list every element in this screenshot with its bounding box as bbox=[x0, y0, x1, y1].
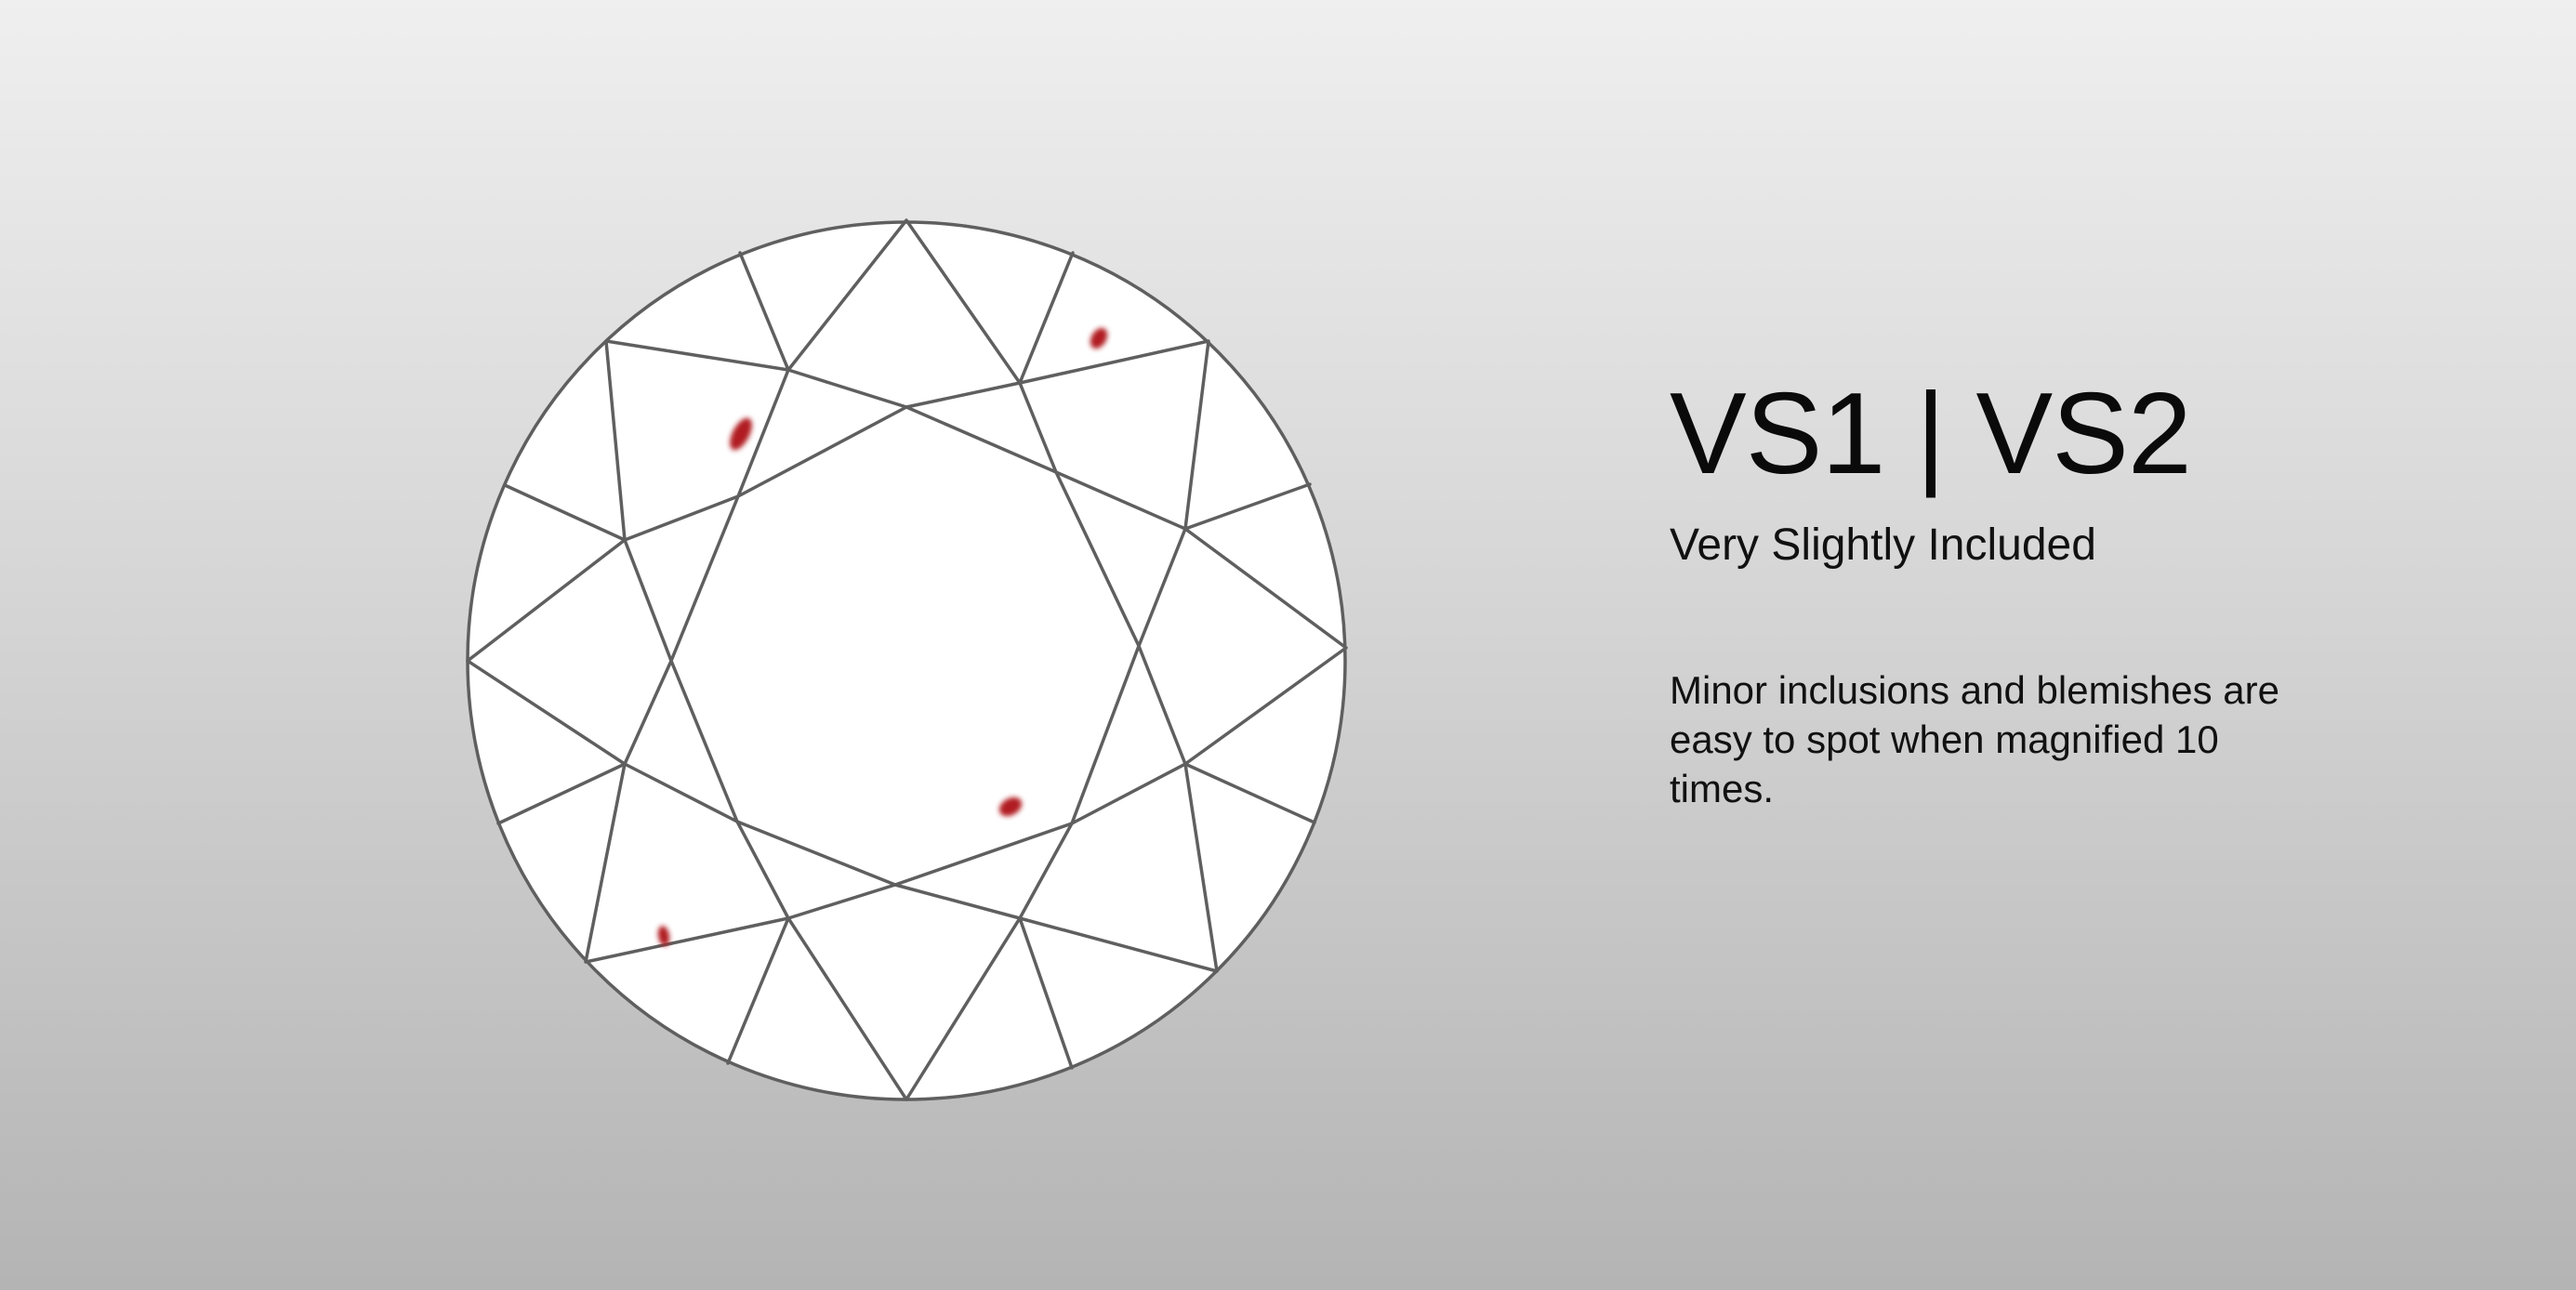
girdle-facet-7 bbox=[496, 762, 627, 825]
kite-top bbox=[786, 218, 1022, 385]
girdle-facet-5 bbox=[1018, 916, 1074, 1070]
kite-top-right bbox=[1018, 339, 1210, 531]
kite-bottom-right bbox=[1018, 762, 1219, 973]
kite-left bbox=[466, 538, 627, 766]
star-facets-right bbox=[1054, 470, 1187, 825]
girdle-facet-4 bbox=[1183, 762, 1316, 824]
star-facets-bottom bbox=[735, 820, 1074, 920]
girdle-facet-1 bbox=[738, 251, 790, 372]
star-facets-left bbox=[623, 494, 740, 823]
kite-top-left bbox=[604, 339, 790, 542]
girdle-facet-8 bbox=[503, 483, 627, 542]
girdle-facet-6 bbox=[726, 916, 790, 1065]
clarity-info-panel: VS1 | VS2 Very Slightly Included Minor i… bbox=[1670, 376, 2376, 813]
clarity-grade-title: VS1 | VS2 bbox=[1670, 370, 2192, 498]
kite-right bbox=[1183, 527, 1348, 766]
clarity-grade-name: Very Slightly Included bbox=[1670, 520, 2096, 570]
clarity-description: Minor inclusions and blemishes are easy … bbox=[1670, 667, 2279, 810]
girdle-facet-3 bbox=[1183, 482, 1312, 531]
inclusion-mark bbox=[1090, 327, 1108, 349]
girdle-facet-2 bbox=[1018, 251, 1075, 385]
diamond-girdle-outline bbox=[466, 220, 1347, 1101]
star-facets-top bbox=[736, 368, 1058, 498]
diamond-top-view-diagram bbox=[466, 218, 1348, 1101]
inclusion-mark bbox=[730, 417, 752, 451]
diamond-facets bbox=[466, 218, 1348, 1101]
inclusion-mark bbox=[657, 926, 670, 946]
inclusions bbox=[657, 327, 1108, 946]
inclusion-mark bbox=[998, 796, 1023, 817]
kite-bottom-left bbox=[584, 762, 790, 964]
kite-bottom bbox=[786, 916, 1022, 1101]
